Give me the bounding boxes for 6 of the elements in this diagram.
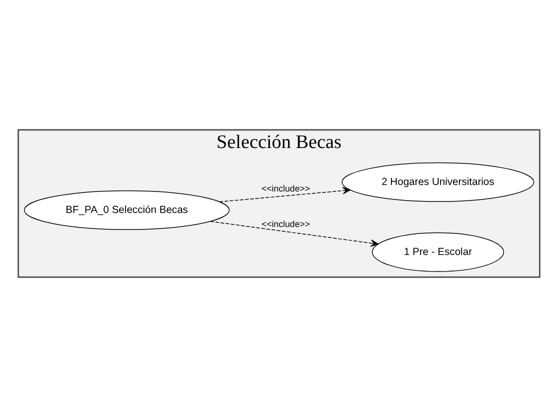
node-ellipse: 1 Pre - Escolar [372,232,504,272]
arrow [210,220,379,247]
edge-label: <<include>> [261,183,310,194]
node-ellipse: BF_PA_0 Selección Becas [24,190,230,230]
edge-label: <<include>> [261,218,310,229]
arrow [219,187,351,202]
